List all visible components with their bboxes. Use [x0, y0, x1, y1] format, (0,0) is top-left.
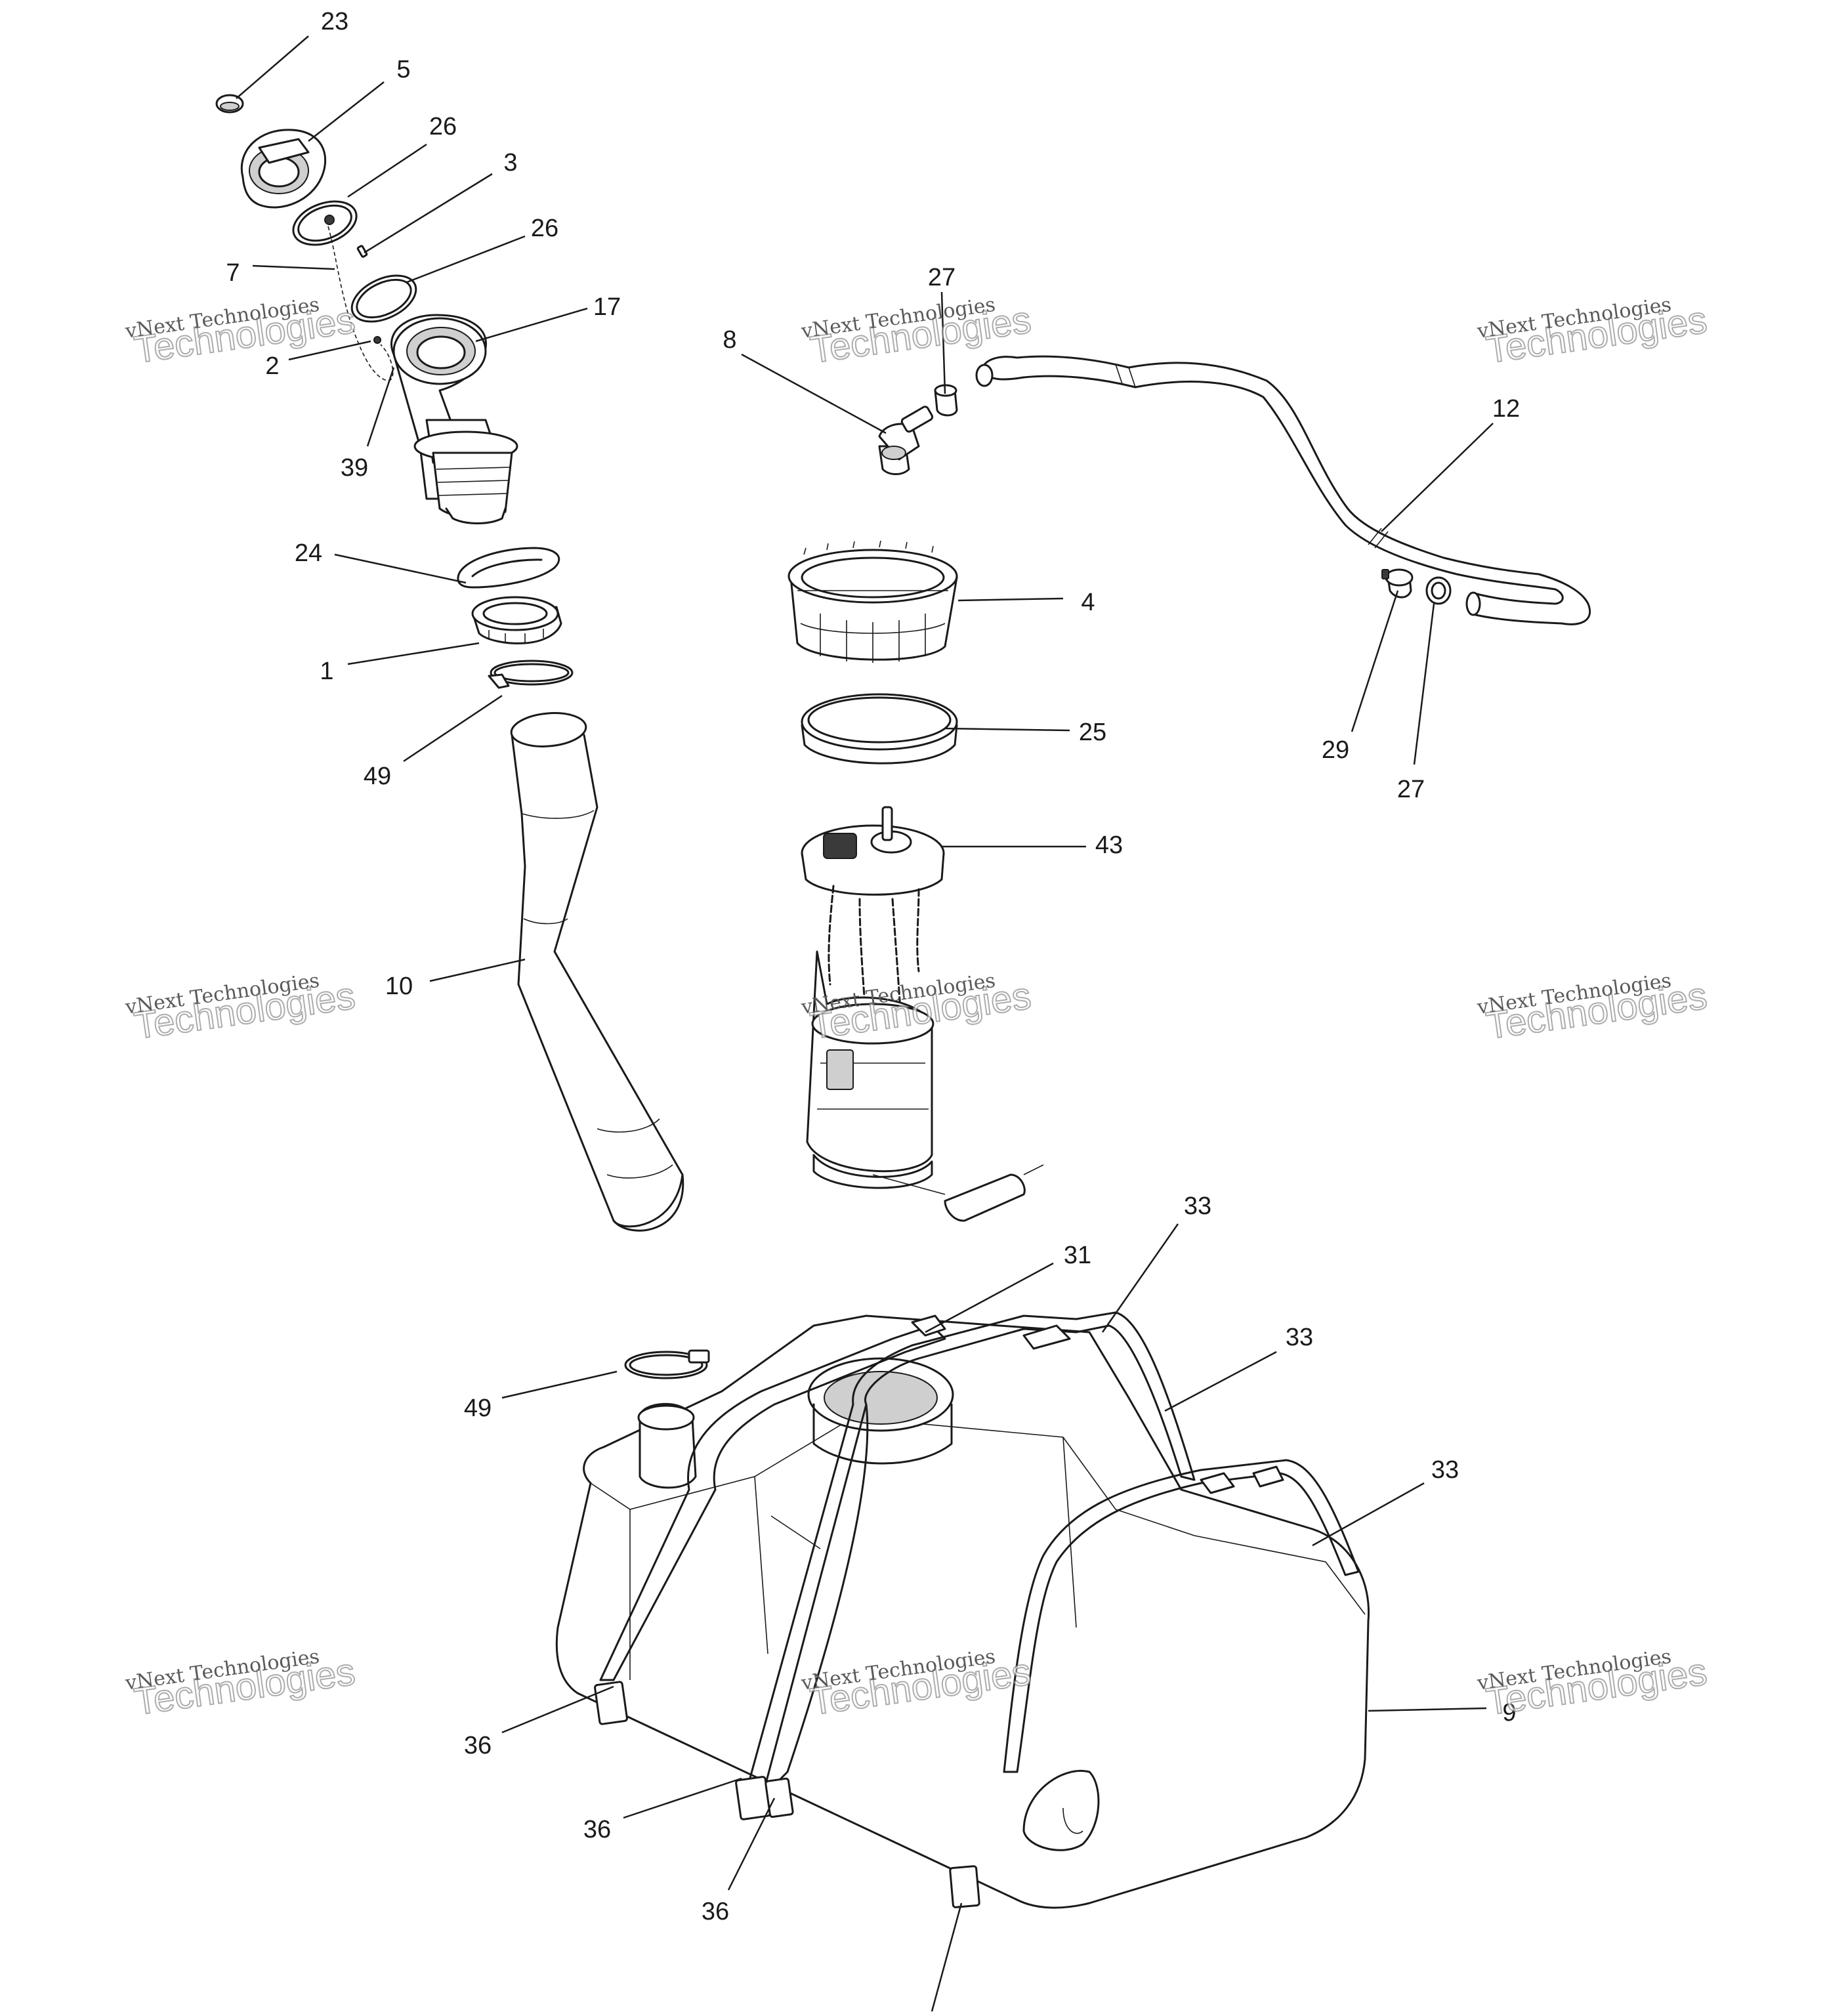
callout-label-12: 12	[1492, 395, 1520, 423]
part-10-filler-hose	[510, 712, 684, 1232]
callout-layer: 23 5 26 3 26 7 17 2 39 27 8 12 24 4 1 29 27 25 49 43 10 33 31 3…	[226, 8, 1520, 2012]
callout-leader-line	[366, 367, 395, 447]
callout-leader-line	[1381, 423, 1494, 532]
callout-label-5: 5	[396, 56, 410, 83]
callout-label-7: 7	[226, 259, 240, 287]
callout-leader-line	[347, 642, 480, 665]
callout-leader-line	[252, 264, 335, 270]
callout-leader-line	[406, 235, 526, 284]
part-4-pump-lock-ring	[788, 540, 958, 663]
part-24-gasket	[457, 547, 560, 589]
callout-label-27: 27	[928, 264, 956, 291]
part-9-fuel-tank	[555, 1314, 1370, 1909]
callout-label-26: 26	[531, 215, 558, 242]
callout-leader-line	[957, 597, 1064, 602]
part-8-elbow-fitting	[878, 406, 934, 475]
callout-leader-line	[940, 291, 946, 394]
callout-leader-line	[364, 173, 493, 254]
callout-label-33: 33	[1431, 1456, 1459, 1484]
callout-label-36: 36	[702, 1898, 729, 1925]
callout-leader-line	[944, 727, 1070, 732]
part-27-clamp-lower	[1425, 576, 1452, 605]
callout-label-24: 24	[295, 539, 322, 567]
callout-leader-line	[1413, 603, 1435, 765]
part-23-plug	[215, 94, 244, 114]
part-26-o-ring-lower	[350, 274, 417, 323]
callout-leader-line	[727, 1797, 776, 1891]
callout-label-23: 23	[321, 8, 348, 35]
callout-label-29: 29	[1322, 736, 1349, 764]
callout-label-36: 36	[583, 1816, 611, 1843]
callout-label-9: 9	[1502, 1699, 1516, 1727]
callout-label-3: 3	[503, 149, 517, 177]
callout-leader-line	[1101, 1223, 1179, 1333]
callout-label-31: 31	[1064, 1242, 1091, 1269]
callout-leader-line	[1164, 1351, 1277, 1412]
callout-leader-line	[429, 958, 526, 982]
part-36-strap-clips	[594, 1681, 980, 1908]
part-1-lock-ring	[471, 596, 562, 644]
callout-leader-line	[501, 1370, 618, 1399]
callout-label-8: 8	[723, 326, 736, 354]
part-49-hose-clamp-upper	[488, 660, 574, 689]
part-17-filler-neck	[390, 314, 518, 524]
callout-label-49: 49	[364, 763, 391, 790]
callout-label-10: 10	[385, 973, 413, 1000]
callout-label-49: 49	[464, 1395, 492, 1422]
callout-leader-line	[925, 1262, 1054, 1334]
part-12-vent-hose	[975, 355, 1591, 625]
callout-leader-line	[501, 1685, 614, 1734]
callout-label-33: 33	[1286, 1324, 1313, 1351]
callout-label-26: 26	[429, 113, 457, 140]
callout-label-2: 2	[265, 352, 279, 380]
part-3-screw	[356, 245, 368, 258]
callout-leader-line	[403, 694, 503, 763]
callout-leader-line	[931, 1902, 963, 2012]
part-49-hose-clamp-lower	[624, 1349, 710, 1379]
part-26-o-ring-upper	[292, 200, 358, 246]
callout-leader-line	[308, 81, 385, 142]
part-27-clamp-upper	[934, 384, 958, 417]
callout-leader-line	[334, 553, 467, 584]
callout-leader-line	[288, 340, 371, 361]
callout-leader-line	[1368, 1707, 1487, 1712]
callout-leader-line	[1351, 590, 1399, 732]
callout-label-43: 43	[1095, 831, 1123, 859]
callout-leader-line	[347, 143, 427, 198]
part-25-seal-ring	[801, 693, 958, 765]
callout-label-17: 17	[593, 293, 621, 321]
callout-label-36: 36	[464, 1732, 492, 1759]
callout-label-4: 4	[1081, 589, 1095, 616]
callout-leader-line	[623, 1777, 742, 1819]
callout-label-1: 1	[320, 658, 333, 685]
callout-leader-line	[475, 307, 588, 343]
part-43-fuel-pump-module	[801, 806, 1044, 1222]
callout-leader-line	[1312, 1482, 1425, 1547]
callout-label-39: 39	[341, 454, 368, 482]
callout-leader-line	[741, 353, 887, 434]
part-29-rollover-valve	[1381, 568, 1414, 598]
part-5-fuel-cap	[240, 129, 327, 209]
callout-label-33: 33	[1184, 1192, 1211, 1220]
callout-label-27: 27	[1397, 776, 1425, 803]
callout-leader-line	[236, 35, 309, 99]
callout-label-25: 25	[1079, 719, 1106, 746]
part-31-33-tank-straps	[599, 1311, 1360, 1790]
